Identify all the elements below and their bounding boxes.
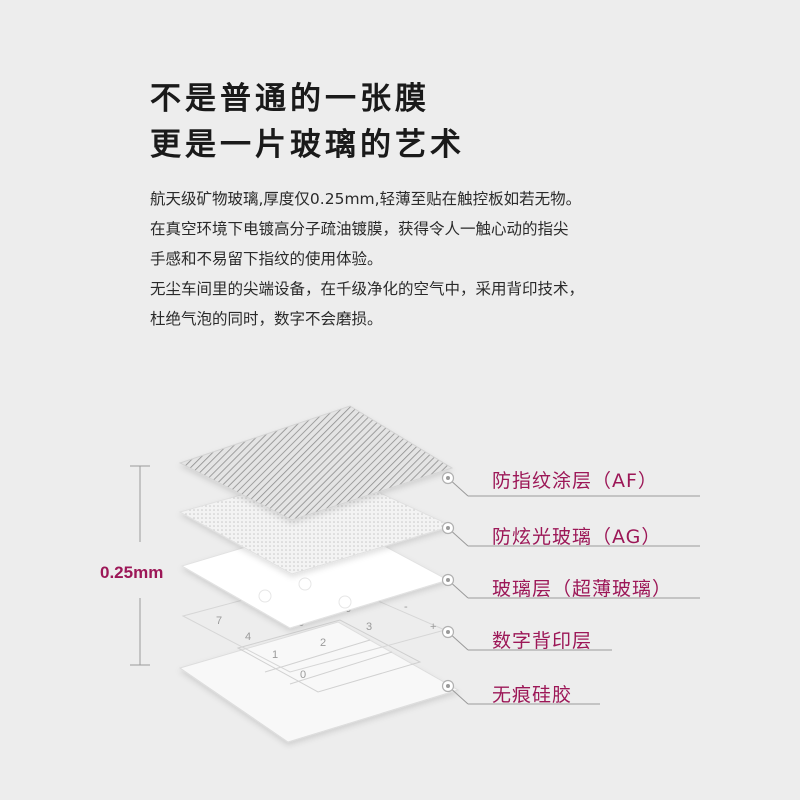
layer-label-digit-print: 数字背印层 xyxy=(492,630,593,652)
thickness-bracket xyxy=(130,465,150,666)
layer-label-ag: 防炫光玻璃（AG） xyxy=(492,526,662,548)
keypad-digit: - xyxy=(404,601,408,613)
headline: 不是普通的一张膜 更是一片玻璃的艺术 xyxy=(150,76,465,168)
leader-dot xyxy=(446,684,450,688)
leader-dot xyxy=(446,526,450,530)
keypad-digit: 1 xyxy=(272,649,278,661)
description-line-4: 无尘车间里的尖端设备，在千级净化的空气中，采用背印技术， xyxy=(150,280,585,298)
leader-dot xyxy=(446,476,450,480)
leader-lines xyxy=(447,477,700,705)
leader-dots xyxy=(441,471,455,693)
keypad-digit: 0 xyxy=(300,669,306,681)
layer-label-af: 防指纹涂层（AF） xyxy=(492,470,658,492)
thickness-label: 0.25mm xyxy=(100,563,164,582)
layer-label-glass: 玻璃层（超薄玻璃） xyxy=(492,578,673,600)
description-line-5: 杜绝气泡的同时，数字不会磨损。 xyxy=(150,310,383,328)
description-line-3: 手感和不易留下指纹的使用体验。 xyxy=(150,250,383,268)
description: 航天级矿物玻璃,厚度仅0.25mm,轻薄至贴在触控板如若无物。 在真空环境下电镀… xyxy=(150,184,584,334)
layer-silicone xyxy=(178,621,460,743)
keypad-digit: 3 xyxy=(366,621,372,633)
glass-faint-keys xyxy=(258,577,352,609)
keypad-digit: 2 xyxy=(320,637,326,649)
headline-line-2: 更是一片玻璃的艺术 xyxy=(150,127,465,163)
keypad-digit: 4 xyxy=(245,631,251,643)
silicone-keypad-print xyxy=(236,619,422,693)
headline-line-1: 不是普通的一张膜 xyxy=(150,81,430,117)
leader-dot xyxy=(446,578,450,582)
leader-dot xyxy=(446,630,450,634)
layer-label-silicone: 无痕硅胶 xyxy=(492,684,573,706)
description-line-1: 航天级矿物玻璃,厚度仅0.25mm,轻薄至贴在触控板如若无物。 xyxy=(150,190,582,208)
keypad-digit: + xyxy=(430,621,436,633)
keypad-digit: 7 xyxy=(216,615,222,627)
description-line-2: 在真空环境下电镀高分子疏油镀膜，获得令人一触心动的指尖 xyxy=(150,220,569,238)
layer-anti-fingerprint xyxy=(178,405,454,521)
